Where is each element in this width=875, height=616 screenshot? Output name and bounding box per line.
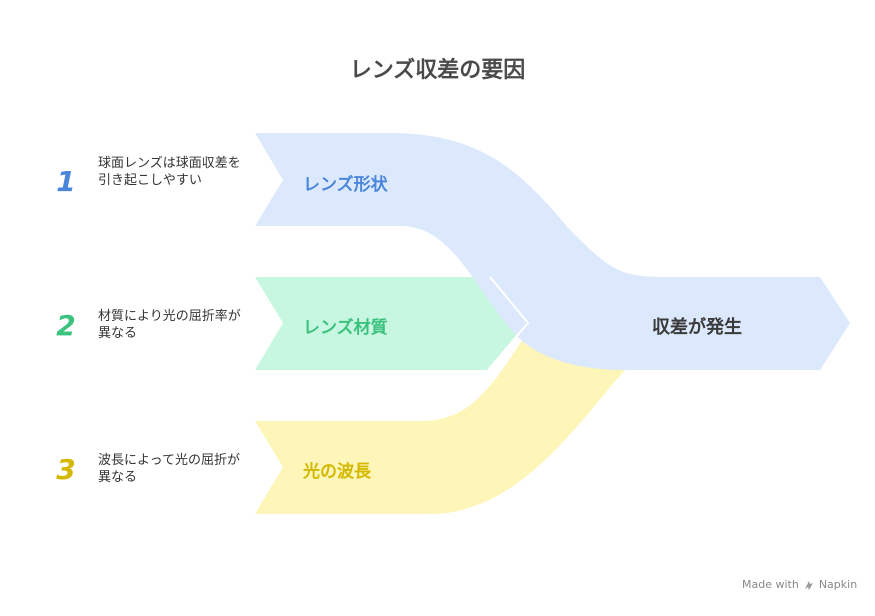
brand-name: Napkin xyxy=(818,578,858,591)
factor-2-number: 2 xyxy=(56,309,76,342)
flow-wavelength xyxy=(255,328,625,514)
factor-2-label: レンズ材質 xyxy=(303,318,388,338)
factor-1-label: レンズ形状 xyxy=(303,175,388,195)
made-with-text: Made with xyxy=(742,578,799,591)
result-label: 収差が発生 xyxy=(652,317,742,338)
diagram-title: レンズ収差の要因 xyxy=(349,58,526,83)
factor-2-description: 材質により光の屈折率が異なる xyxy=(98,309,241,341)
napkin-logo-icon xyxy=(804,580,813,590)
flow-material xyxy=(255,277,528,370)
flow-separator xyxy=(487,276,530,371)
factor-1-description: 球面レンズは球面収差を引き起こしやすい xyxy=(98,156,241,188)
footer-attribution: Made with Napkin xyxy=(742,578,857,591)
factor-1-number: 1 xyxy=(56,165,76,198)
factor-3-number: 3 xyxy=(56,453,76,486)
factor-3-description: 波長によって光の屈折が異なる xyxy=(98,453,240,485)
flow-shape-to-result xyxy=(255,133,850,370)
factor-3-label: 光の波長 xyxy=(303,462,371,482)
